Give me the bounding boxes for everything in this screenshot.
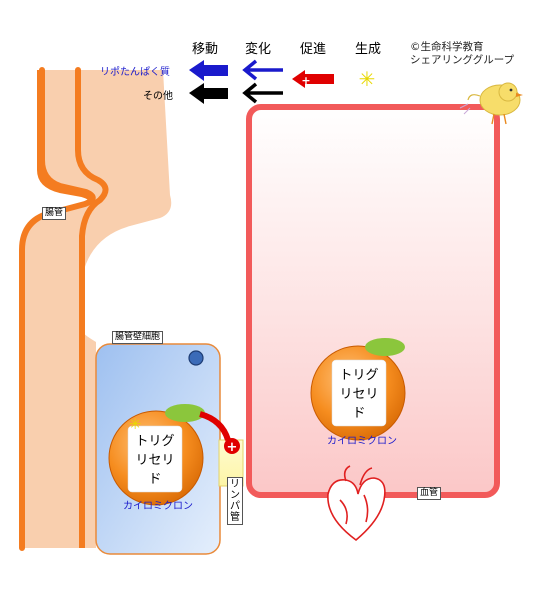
blood-vessel-label: 血管 bbox=[417, 487, 442, 500]
heart-icon bbox=[327, 465, 386, 542]
legend-header-promote: 促進 bbox=[300, 42, 327, 57]
promote-curve-arrow bbox=[199, 411, 231, 441]
legend-header-move: 移動 bbox=[192, 42, 219, 57]
nucleus bbox=[188, 350, 204, 366]
intestine-tube bbox=[19, 67, 109, 551]
chylomicron-particle-blood: トリグ リセリ ド カイロミクロン bbox=[310, 338, 406, 447]
particle-text-line3: ド bbox=[148, 472, 161, 487]
blue-move-arrow bbox=[189, 60, 228, 81]
black-change-arrow bbox=[242, 82, 283, 104]
particle-caption: カイロミクロン bbox=[123, 500, 193, 512]
chick-icon bbox=[459, 82, 523, 125]
copyright-line2: シェアリンググループ bbox=[410, 54, 515, 66]
chylomicron-particle-cell: トリグ リセリ ド カイロミクロン ✳ bbox=[108, 404, 205, 512]
particle-text-line1: トリグ bbox=[339, 368, 378, 383]
legend-row-lipoprotein: リポたんぱく質 bbox=[100, 67, 170, 78]
green-component bbox=[165, 404, 205, 422]
generate-star-icon: ✳ bbox=[129, 415, 142, 433]
generate-star-legend-icon: ✳ bbox=[359, 67, 376, 91]
particle-text-line2: リセリ bbox=[339, 387, 378, 402]
promote-arrow bbox=[292, 70, 334, 88]
promote-plus-sign: + bbox=[227, 440, 238, 455]
intestine-label: 腸管 bbox=[42, 207, 67, 220]
legend-row-other: その他 bbox=[143, 91, 173, 102]
promote-arrow-plus: + bbox=[301, 74, 310, 87]
epithelial-cell-label: 腸管壁細胞 bbox=[112, 331, 164, 344]
particle-text-line1: トリグ bbox=[135, 434, 174, 449]
particle-text-line3: ド bbox=[352, 406, 365, 421]
particle-caption: カイロミクロン bbox=[327, 435, 397, 447]
lymph-vessel-label: リンパ管 bbox=[227, 477, 243, 525]
legend-arrows: + ✳ bbox=[189, 59, 376, 104]
copyright-line1: ©生命科学教育 bbox=[410, 41, 484, 53]
blue-change-arrow bbox=[242, 59, 283, 81]
legend-header-generate: 生成 bbox=[355, 42, 382, 57]
legend-header-change: 変化 bbox=[245, 42, 272, 57]
green-component bbox=[365, 338, 405, 356]
promote-plus-icon bbox=[224, 438, 240, 454]
particle-text-line2: リセリ bbox=[135, 453, 174, 468]
black-move-arrow bbox=[189, 83, 228, 104]
